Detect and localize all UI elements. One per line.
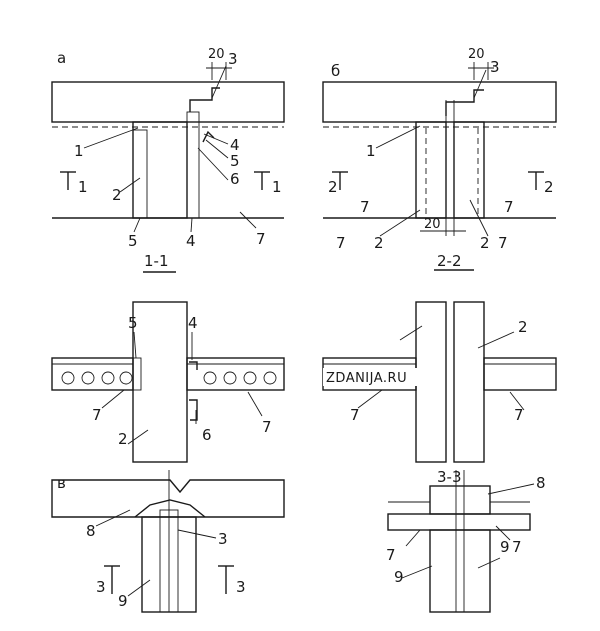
slab-section-3-top <box>429 485 491 515</box>
callout-4-a-top: 4 <box>230 136 240 154</box>
seal-profile-b <box>445 89 484 116</box>
floor-slab-a <box>51 81 285 123</box>
slab-section-3-band <box>387 513 531 531</box>
joint-cap <box>134 499 206 518</box>
panel-a-section-1-1 <box>51 62 285 273</box>
cut-mark-2-left: 2 <box>328 178 338 196</box>
callout-3-a: 3 <box>228 50 238 68</box>
callout-2-plan: 2 <box>118 430 128 448</box>
hollow-slab-right <box>186 357 285 391</box>
plan-2-2 <box>322 301 557 463</box>
wall-plan-2-right <box>453 301 485 463</box>
callout-5-a-bottom: 5 <box>128 232 138 250</box>
section-title-3-3: 3-3 <box>437 468 462 486</box>
cut-mark-1-left: 1 <box>78 178 88 196</box>
wall-section-3 <box>429 529 491 613</box>
dimension-20-b-bottom: 20 <box>424 217 441 232</box>
callout-7-plan-left: 7 <box>92 406 102 424</box>
plan-1-1 <box>51 301 285 463</box>
callout-2-a: 2 <box>112 186 122 204</box>
cut-mark-3-right: 3 <box>236 578 246 596</box>
cut-mark-1-right: 1 <box>272 178 282 196</box>
callout-5-plan: 5 <box>128 314 138 332</box>
callout-4-a-bottom: 4 <box>186 232 196 250</box>
slab-plan-2-right <box>483 357 557 391</box>
cut-mark-3-left: 3 <box>96 578 106 596</box>
callout-6-a: 6 <box>230 170 240 188</box>
section-3-3 <box>387 470 535 613</box>
floor-slab-b <box>322 81 557 123</box>
panel-label-a: а <box>57 49 66 67</box>
callout-7-s3-left: 7 <box>386 546 396 564</box>
callout-7-plan-right: 7 <box>262 418 272 436</box>
callout-7-a: 7 <box>256 230 266 248</box>
callout-8-s3: 8 <box>536 474 546 492</box>
callout-2-plan2: 2 <box>518 318 528 336</box>
seal-profile-3 <box>189 87 220 112</box>
dimension-20-a: 20 <box>208 47 225 62</box>
anchor-6 <box>202 130 215 143</box>
callout-2-b-bottom: 2 <box>374 234 384 252</box>
callout-7-plan2-right: 7 <box>514 406 524 424</box>
dimension-20-b: 20 <box>468 47 485 62</box>
callout-9-s3-right: 9 <box>500 538 510 556</box>
wall-panel-b-right <box>453 121 485 219</box>
panel-label-v: в <box>57 474 66 492</box>
section-title-1-1: 1-1 <box>144 252 169 270</box>
callout-5-a-right: 5 <box>230 152 240 170</box>
callout-8-v: 8 <box>86 522 96 540</box>
watermark-box <box>323 368 419 386</box>
callout-7-b-mid: 7 <box>504 198 514 216</box>
watermark: ZDANIJA.RU <box>326 371 407 386</box>
insulation-gasket-4 <box>186 111 200 219</box>
callout-7-b-bottom-left: 7 <box>336 234 346 252</box>
wall-panel-a <box>132 121 188 219</box>
concrete-slab-8 <box>51 479 285 518</box>
wall-panel-b-left <box>415 121 447 219</box>
callout-1-a: 1 <box>74 142 84 160</box>
callout-4-plan: 4 <box>188 314 198 332</box>
callout-7-b-left: 7 <box>360 198 370 216</box>
callout-7-b-right: 7 <box>498 234 508 252</box>
callout-6-plan: 6 <box>202 426 212 444</box>
section-title-2-2: 2-2 <box>437 252 462 270</box>
callout-2-b-right: 2 <box>480 234 490 252</box>
wall-plan-2-left <box>415 301 447 463</box>
callout-3-v: 3 <box>218 530 228 548</box>
panel-b-section-2-2 <box>322 62 557 271</box>
callout-9-v: 9 <box>118 592 128 610</box>
panel-label-b: б <box>331 62 340 80</box>
sealant-strip-5 <box>132 129 148 219</box>
cut-mark-2-right: 2 <box>544 178 554 196</box>
callout-7-s3-right: 7 <box>512 538 522 556</box>
callout-3-b: 3 <box>490 58 500 76</box>
callout-1-b: 1 <box>366 142 376 160</box>
callout-7-plan2-left: 7 <box>350 406 360 424</box>
panel-v <box>51 470 285 613</box>
callout-9-s3-left: 9 <box>394 568 404 586</box>
